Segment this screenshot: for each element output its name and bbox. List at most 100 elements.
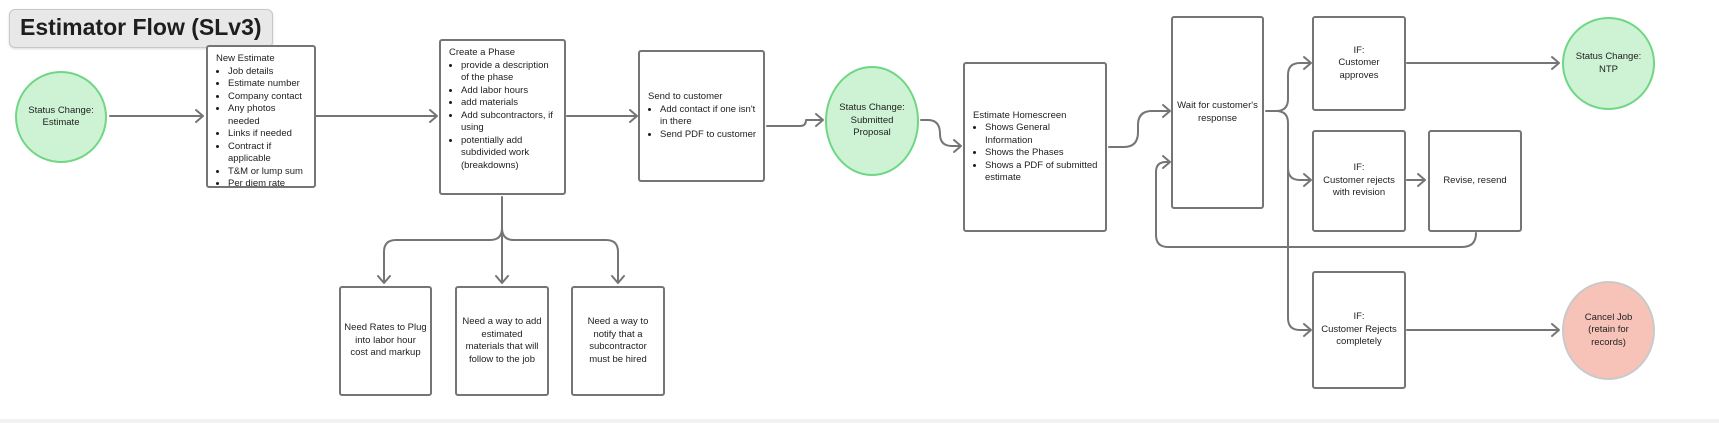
node-line: Status Change: (839, 102, 905, 114)
node-line: subcontractor (589, 341, 647, 352)
list-item: Shows General Information (985, 122, 1099, 147)
node-line: Need a way to add (462, 316, 542, 327)
list-item: Shows the Phases (985, 147, 1099, 160)
arrowhead (953, 139, 962, 153)
connector-send-to-submitted (766, 119, 823, 127)
arrowhead (611, 275, 625, 284)
node-line: follow to the job (468, 353, 535, 365)
node-line: response (1197, 112, 1238, 124)
node-line: approves (1339, 69, 1379, 81)
node-line: must be hired (589, 353, 647, 365)
node-line: Customer Rejects (1321, 323, 1397, 335)
node-line: IF: (1353, 162, 1365, 174)
list-item: Any photos needed (228, 103, 308, 128)
list-item: Shows a PDF of submitted estimate (985, 160, 1099, 185)
connector-wait-to-revision (1275, 110, 1311, 181)
list-item: Estimate number (228, 78, 308, 91)
list-item: provide a description of the phase (461, 60, 558, 85)
arrowhead (1162, 104, 1171, 118)
need-rates-node: Need Rates to Plug into labor hour cost … (339, 286, 432, 396)
list-item: Job details (228, 66, 308, 79)
node-line: Cancel Job (1584, 311, 1633, 323)
connector-wait-to-reject (1287, 167, 1311, 331)
node-line: Proposal (853, 127, 891, 139)
node-line: IF: (1353, 44, 1365, 56)
need-materials-node: Need a way to add estimated materials th… (455, 286, 549, 396)
arrowhead (629, 109, 638, 123)
node-line: Status Change: (28, 104, 94, 116)
node-line: cost and markup (350, 347, 421, 359)
connector-revise-to-wait (1155, 161, 1477, 248)
connector-phase-to-rates (383, 196, 503, 283)
node-line: IF: (1353, 311, 1365, 323)
connector-submitted-to-homescreen (920, 119, 961, 147)
list-item: Contract if applicable (228, 141, 308, 166)
node-line: Customer rejects (1323, 174, 1395, 186)
arrowhead (1417, 173, 1426, 187)
node-line: into labor hour (355, 334, 416, 346)
diagram-title: Estimator Flow (SLv3) (9, 9, 273, 48)
connector-wait-to-approves (1265, 62, 1311, 112)
revise-resend-node: Revise, resend (1428, 130, 1522, 232)
if-rejects-revision-node: IF: Customer rejects with revision (1312, 130, 1406, 232)
canvas-bottom-edge (0, 419, 1719, 423)
node-line: estimated (481, 328, 523, 340)
connector-phase-to-notify (501, 227, 619, 283)
node-heading: Send to customer (648, 91, 723, 102)
list-item: Company contact (228, 91, 308, 104)
node-line: Customer (1338, 57, 1380, 69)
node-line: Submitted (850, 114, 894, 126)
node-heading: New Estimate (216, 53, 275, 64)
connector-homescreen-to-wait (1108, 110, 1170, 148)
arrowhead (1303, 323, 1312, 337)
list-item: Add labor hours (461, 85, 558, 98)
node-list: provide a description of the phase Add l… (449, 60, 558, 173)
wait-response-node: Wait for customer's response (1171, 16, 1264, 209)
arrowhead (377, 275, 391, 284)
arrowhead (1551, 56, 1560, 70)
node-line: NTP (1599, 63, 1618, 75)
node-list: Add contact if one isn't in there Send P… (648, 104, 757, 142)
arrowhead (495, 275, 509, 284)
list-item: Per diem rate (228, 178, 308, 191)
node-line: Need a way to (587, 316, 649, 327)
need-notify-node: Need a way to notify that a subcontracto… (571, 286, 665, 396)
status-ntp-node: Status Change: NTP (1562, 17, 1655, 110)
send-customer-node: Send to customer Add contact if one isn'… (638, 50, 765, 182)
node-heading: Create a Phase (449, 47, 516, 58)
node-line: (retain for (1588, 324, 1629, 336)
arrowhead (815, 113, 824, 127)
node-list: Job details Estimate number Company cont… (216, 66, 308, 191)
node-line: Revise, resend (1443, 174, 1507, 186)
estimate-homescreen-node: Estimate Homescreen Shows General Inform… (963, 62, 1107, 232)
node-line: notify that a (593, 328, 643, 340)
list-item: T&M or lump sum (228, 166, 308, 179)
status-submitted-node: Status Change: Submitted Proposal (825, 66, 919, 176)
if-rejects-completely-node: IF: Customer Rejects completely (1312, 271, 1406, 389)
create-phase-node: Create a Phase provide a description of … (439, 39, 566, 195)
arrowhead (429, 109, 438, 123)
new-estimate-node: New Estimate Job details Estimate number… (206, 45, 316, 191)
arrowhead (1303, 56, 1312, 70)
arrowhead (195, 109, 204, 123)
node-line: records) (1591, 336, 1626, 348)
arrowhead (1162, 155, 1171, 169)
list-item: Links if needed (228, 128, 308, 141)
node-list: Shows General Information Shows the Phas… (973, 122, 1099, 185)
node-heading: Estimate Homescreen (973, 109, 1067, 121)
status-estimate-node: Status Change: Estimate (15, 71, 107, 163)
list-item: Add subcontractors, if using (461, 110, 558, 135)
list-item: potentially add subdivided work (breakdo… (461, 135, 558, 173)
node-line: Status Change: (1575, 51, 1642, 62)
list-item: Send PDF to customer (660, 129, 757, 142)
if-approves-node: IF: Customer approves (1312, 16, 1406, 111)
arrowhead (1551, 323, 1560, 337)
arrowhead (1303, 173, 1312, 187)
cancel-job-node: Cancel Job (retain for records) (1562, 281, 1655, 380)
node-line: materials that will (465, 341, 539, 352)
list-item: add materials (461, 97, 558, 110)
node-line: Need Rates to Plug (344, 322, 427, 334)
node-line: Estimate (42, 117, 80, 128)
node-line: Wait for customer's (1177, 100, 1258, 111)
